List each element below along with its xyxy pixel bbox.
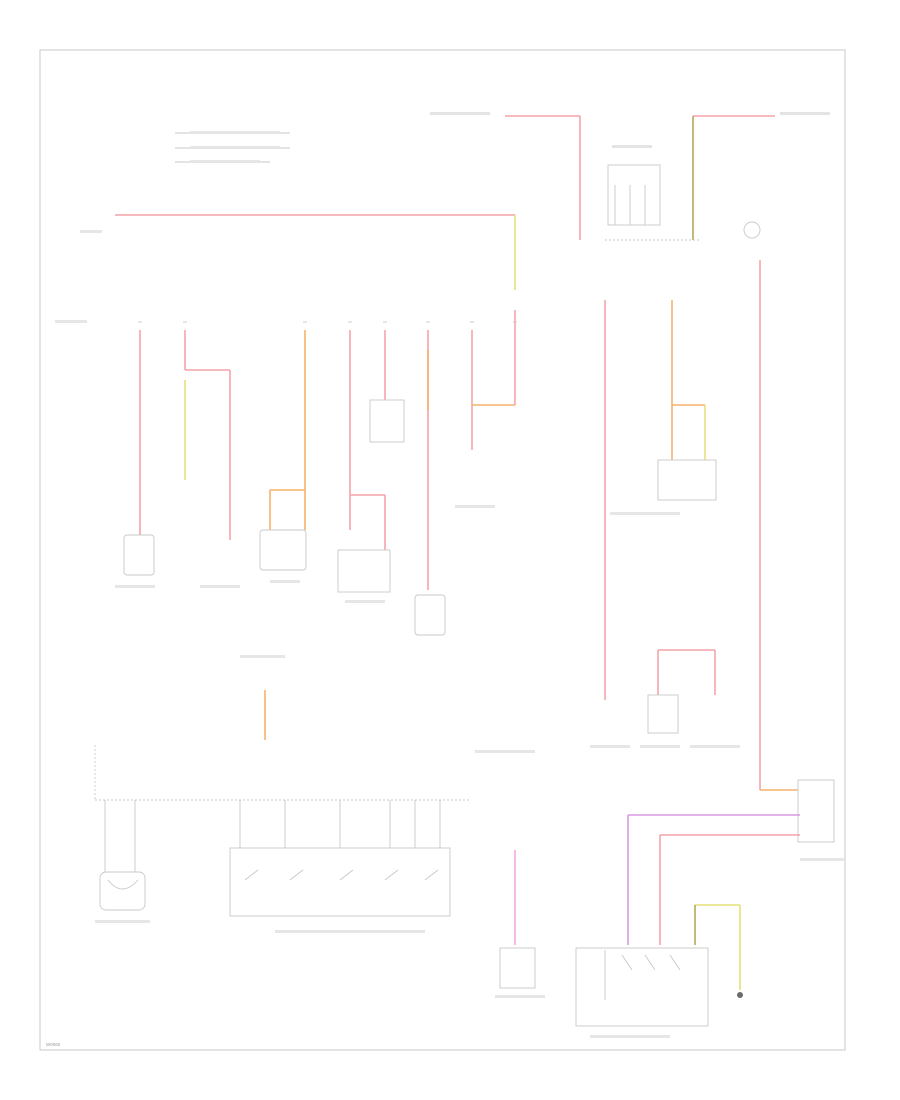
left-branch-wires [139,310,516,590]
bottom-right-wires [514,814,800,990]
right-branch-wires [604,260,800,791]
left-components [123,399,446,636]
bottom-right-components [499,947,743,1027]
top-fuse-block [605,164,700,241]
diagram-frame [39,49,846,1051]
top-feed-wires [115,115,775,290]
footer-code: W0060 [46,1042,61,1047]
label-placeholders [55,112,845,1038]
right-components [647,221,835,843]
ground-point-icon [737,992,743,998]
bottom-left-bus [95,799,470,917]
lower-left-ground-feed [94,690,266,800]
